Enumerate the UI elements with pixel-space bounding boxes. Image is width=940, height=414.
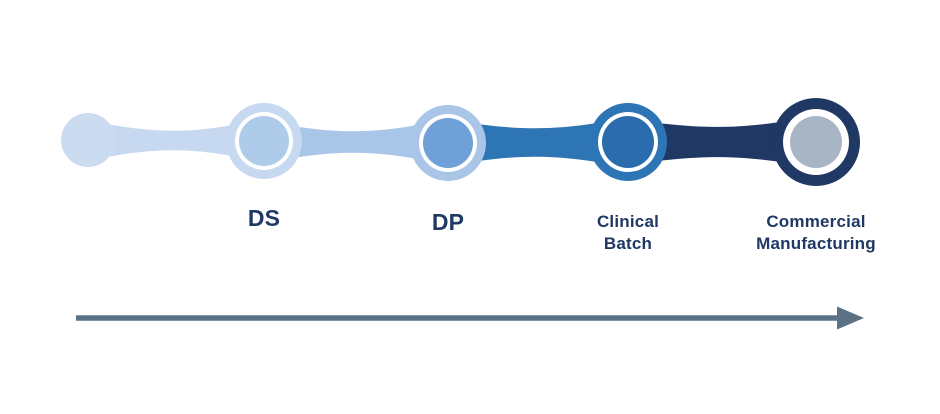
node-inner-commercial-manufacturing: [790, 116, 842, 168]
connector-2-3: [264, 119, 448, 165]
node-label-clinical-batch: Clinical Batch: [596, 212, 660, 253]
connector-1-2: [88, 118, 264, 163]
node-inner-dp: [423, 118, 473, 168]
connector-4-5: [628, 116, 816, 168]
connector-3-4: [448, 117, 628, 168]
node-label-dp: DP: [431, 209, 465, 235]
node-inner-clinical-batch: [602, 116, 654, 168]
node-dp: [410, 105, 486, 181]
node-commercial-manufacturing: [772, 98, 860, 186]
node-label-ds: DS: [247, 205, 281, 231]
timeline-arrowhead-icon: [837, 306, 864, 330]
node-inner-ds: [239, 116, 289, 166]
node-clinical-batch: [589, 103, 667, 181]
node-ds: [226, 103, 302, 179]
node-circle-start: [61, 113, 115, 167]
node-label-commercial-manufacturing: Commercial Manufacturing: [756, 212, 876, 253]
